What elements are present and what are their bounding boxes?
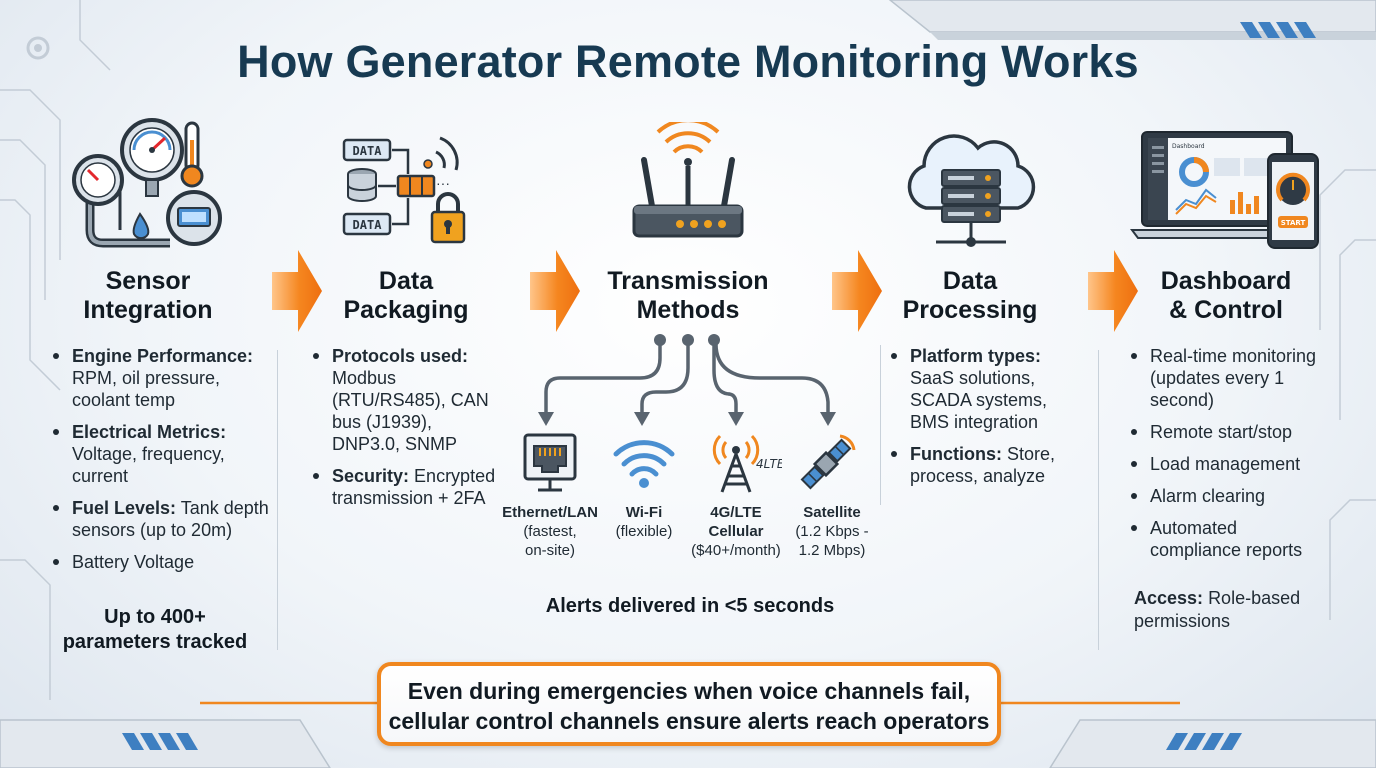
method-satellite-label: Satellite (1.2 Kbps - 1.2 Mbps) bbox=[795, 504, 869, 559]
processing-bullet-list: Platform types: SaaS solutions, SCADA sy… bbox=[891, 345, 1081, 497]
column-divider bbox=[277, 350, 278, 650]
list-item: Functions: Store, process, analyze bbox=[891, 443, 1081, 487]
svg-text:···: ··· bbox=[436, 175, 450, 191]
column-divider bbox=[880, 345, 881, 505]
column-divider bbox=[1098, 350, 1099, 650]
data-label-top: DATA bbox=[353, 144, 383, 158]
stage-title-data-processing: Data Processing bbox=[902, 267, 1038, 324]
gauges-sensors-icon bbox=[72, 118, 222, 248]
list-item: Security: Encrypted transmission + 2FA bbox=[313, 465, 503, 509]
transmission-branch-lines bbox=[538, 334, 836, 426]
flow-arrow-4 bbox=[1088, 250, 1138, 332]
dashboard-bullet-list: Real-time monitoring (updates every 1 se… bbox=[1131, 345, 1331, 571]
emergency-callout-banner: Even during emergencies when voice chann… bbox=[377, 662, 1001, 746]
stage-title-transmission-methods: Transmission Methods bbox=[607, 267, 769, 324]
stage-title-data-packaging: Data Packaging bbox=[343, 267, 469, 324]
list-item: Load management bbox=[1131, 453, 1331, 475]
cell-tower-icon: 4LTE bbox=[712, 434, 782, 493]
list-item: Protocols used: Modbus (RTU/RS485), CAN … bbox=[313, 345, 503, 455]
list-item: Engine Performance: RPM, oil pressure, c… bbox=[53, 345, 275, 411]
method-4g-lte-label: 4G/LTE Cellular ($40+/month) bbox=[691, 504, 781, 559]
list-item: Fuel Levels: Tank depth sensors (up to 2… bbox=[53, 497, 275, 541]
access-note: Access: Role-based permissions bbox=[1134, 588, 1301, 631]
packaging-bullet-list: Protocols used: Modbus (RTU/RS485), CAN … bbox=[313, 345, 503, 519]
laptop-phone-icon: Dashboard START bbox=[1130, 131, 1319, 249]
stage-title-sensor-integration: Sensor Integration bbox=[83, 267, 213, 324]
list-item: Electrical Metrics: Voltage, frequency, … bbox=[53, 421, 275, 487]
alerts-delivery-note: Alerts delivered in <5 seconds bbox=[545, 595, 835, 617]
dashboard-screen-label: Dashboard bbox=[1172, 143, 1205, 150]
flow-arrow-1 bbox=[272, 250, 322, 332]
sensor-bullet-list: Engine Performance: RPM, oil pressure, c… bbox=[53, 345, 275, 583]
list-item: Remote start/stop bbox=[1131, 421, 1331, 443]
list-item: Real-time monitoring (updates every 1 se… bbox=[1131, 345, 1331, 411]
data-label-bottom: DATA bbox=[353, 218, 383, 232]
wifi-icon bbox=[613, 440, 675, 488]
router-icon bbox=[632, 122, 744, 238]
cloud-server-icon bbox=[907, 134, 1036, 247]
method-wifi-label: Wi-Fi (flexible) bbox=[615, 504, 673, 540]
list-item: Platform types: SaaS solutions, SCADA sy… bbox=[891, 345, 1081, 433]
list-item: Automated compliance reports bbox=[1131, 517, 1331, 561]
method-ethernet-label: Ethernet/LAN (fastest, on-site) bbox=[502, 504, 598, 559]
data-packaging-icon: DATA DATA ··· bbox=[342, 136, 466, 244]
parameters-tracked-callout: Up to 400+ parameters tracked bbox=[62, 606, 248, 653]
list-item: Alarm clearing bbox=[1131, 485, 1331, 507]
start-button-label: START bbox=[1281, 219, 1306, 227]
page-title: How Generator Remote Monitoring Works bbox=[237, 36, 1139, 87]
satellite-icon bbox=[800, 434, 856, 490]
flow-arrow-3 bbox=[832, 250, 882, 332]
stage-title-dashboard-control: Dashboard & Control bbox=[1160, 267, 1292, 324]
ethernet-icon bbox=[523, 433, 577, 492]
flow-arrow-2 bbox=[530, 250, 580, 332]
lte-icon-label: 4LTE bbox=[756, 457, 782, 471]
list-item: Battery Voltage bbox=[53, 551, 275, 573]
